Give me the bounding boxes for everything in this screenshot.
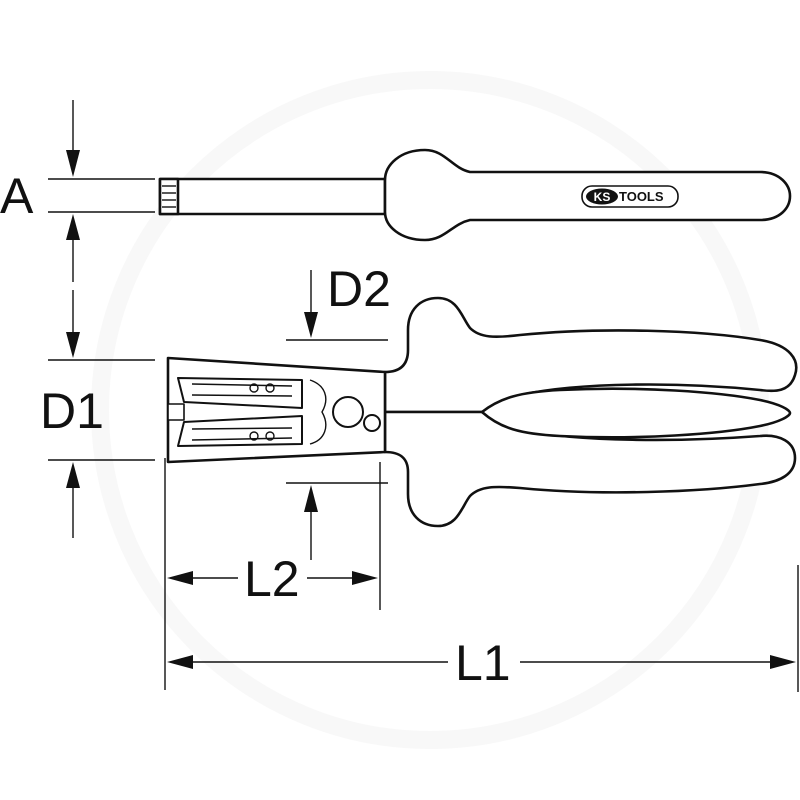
side-view-head	[158, 177, 387, 216]
handle-gap	[480, 387, 792, 439]
dimension-a: A	[0, 100, 155, 282]
dimension-d2: D2	[286, 261, 391, 560]
upper-handle	[383, 296, 798, 414]
label-a: A	[0, 168, 34, 224]
brand-prefix: KS	[594, 190, 611, 204]
label-l1: L1	[455, 635, 511, 691]
label-l2: L2	[244, 551, 300, 607]
dimension-l2: L2	[164, 458, 381, 690]
lower-jaw-blade	[177, 415, 303, 447]
pliers-front-view	[166, 296, 798, 528]
dimension-d1: D1	[40, 290, 155, 538]
side-view-tip	[158, 177, 180, 216]
label-d1: D1	[40, 383, 104, 439]
brand-suffix: TOOLS	[619, 189, 664, 204]
pivot-hole-small	[363, 414, 381, 432]
brand-logo: KS TOOLS	[581, 185, 679, 208]
pliers-side-view: KS TOOLS	[158, 148, 792, 242]
lower-handle	[383, 410, 797, 528]
label-d2: D2	[327, 261, 391, 317]
dimension-l1: L1	[167, 565, 799, 692]
pivot-hole-large	[332, 396, 364, 428]
upper-jaw-blade	[177, 377, 303, 409]
